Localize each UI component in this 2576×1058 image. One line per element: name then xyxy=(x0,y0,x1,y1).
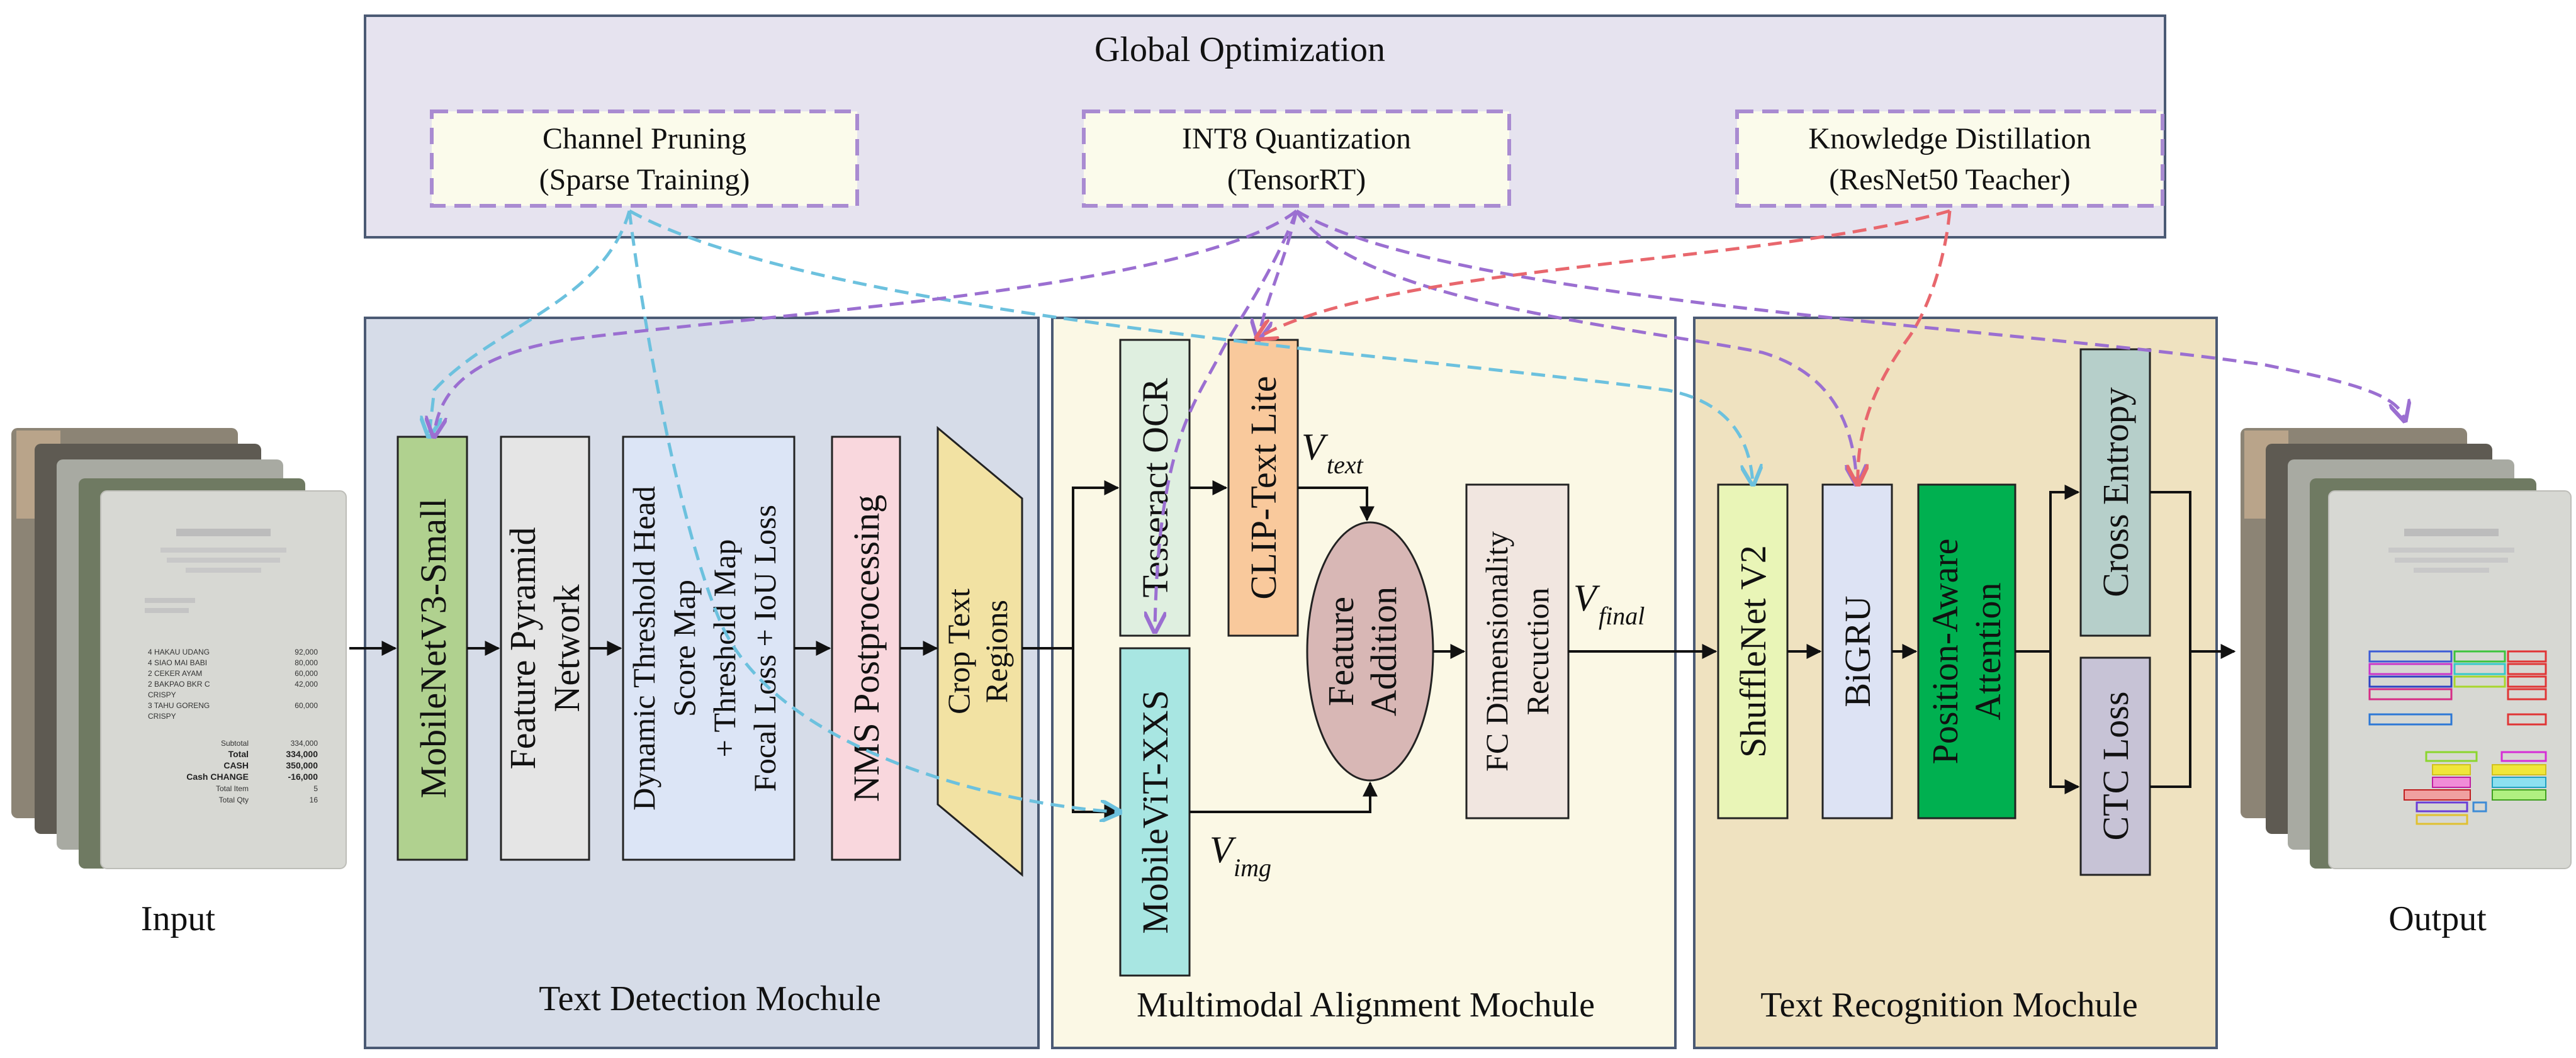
receipt-total-value: 350,000 xyxy=(286,760,318,770)
channel-pruning-arrows xyxy=(429,209,1753,812)
svg-text:V: V xyxy=(1302,426,1329,468)
receipt-item-price: 80,000 xyxy=(295,658,318,667)
receipt-item-name: 4 SIAO MAI BABI xyxy=(148,658,207,667)
receipt-item-price: 60,000 xyxy=(295,701,318,710)
shufflenet-v2-label: ShuffleNet V2 xyxy=(1733,545,1774,758)
global-optimization-title: Global Optimization xyxy=(1094,30,1385,69)
fc-label-line2: Recuction xyxy=(1520,588,1555,716)
dynamic-threshold-head-box: Dynamic Threshold Head Score Map + Thres… xyxy=(622,436,796,861)
input-image-stack: 4 HAKAU UDANG 92,000 4 SIAO MAI BABI 80,000… xyxy=(11,428,347,869)
svg-text:V: V xyxy=(1210,829,1237,870)
mobilevit-xxs-label: MobileViT-XXS xyxy=(1135,690,1176,934)
input-receipt: 4 HAKAU UDANG 92,000 4 SIAO MAI BABI 80,000… xyxy=(145,529,318,804)
svg-text:final: final xyxy=(1599,602,1645,630)
cross-entropy-label: Cross Entropy xyxy=(2095,387,2136,597)
ctc-loss-box: CTC Loss xyxy=(2079,656,2151,876)
multimodal-alignment-module-title: Multimodal Alignment Mochule xyxy=(1137,986,1595,1025)
output-receipt xyxy=(2368,529,2547,825)
output-label: Output xyxy=(2388,899,2487,938)
receipt-item-name: 4 HAKAU UDANG xyxy=(148,648,210,656)
receipt-total-name: Cash CHANGE xyxy=(186,772,249,782)
knowledge-distillation-label: Knowledge Distillation xyxy=(1808,122,2091,155)
fpn-label-line2: Network xyxy=(546,585,587,712)
v-final-label: V final xyxy=(1573,577,1645,630)
detected-text-boxes xyxy=(2368,650,2547,825)
fpn-label-line1: Feature Pyramid xyxy=(502,527,543,770)
int8-quantization-box: INT8 Quantization (TensorRT) xyxy=(1082,110,1511,208)
main-flow-arrows xyxy=(349,480,2236,819)
feature-addition-node: Feature Addition xyxy=(1306,521,1434,782)
feature-addition-line2: Addition xyxy=(1363,587,1404,716)
crop-label-line2: Regions xyxy=(979,600,1014,703)
receipt-total-name: Total Item xyxy=(216,784,249,793)
nms-postprocessing-box: NMS Postprocessing xyxy=(831,436,901,861)
knowledge-distillation-arrows xyxy=(1259,209,1952,482)
receipt-item-name: CRISPY xyxy=(148,690,176,699)
output-image-stack xyxy=(2241,428,2572,869)
receipt-total-name: CASH xyxy=(223,760,249,770)
clip-text-lite-box: CLIP-Text Lite xyxy=(1227,339,1299,637)
receipt-total-name: Subtotal xyxy=(221,739,249,748)
receipt-item-name: CRISPY xyxy=(148,712,176,721)
channel-pruning-label: Channel Pruning xyxy=(543,122,746,155)
receipt-item-price: 92,000 xyxy=(295,648,318,656)
ctc-loss-label: CTC Loss xyxy=(2095,692,2136,841)
receipt-total-name: Total xyxy=(228,749,249,759)
bigru-label: BiGRU xyxy=(1837,595,1878,707)
pa-label-line1: Position-Aware xyxy=(1925,539,1966,765)
receipt-item-name: 2 BAKPAO BKR C xyxy=(148,680,210,689)
receipt-total-value: 334,000 xyxy=(286,749,318,759)
fc-dimensionality-box: FC Dimensionality Recuction xyxy=(1465,483,1570,819)
text-recognition-module-title: Text Recognition Mochule xyxy=(1760,986,2138,1025)
dth-label-line2: Score Map xyxy=(666,580,702,717)
bigru-box: BiGRU xyxy=(1821,483,1893,819)
feature-addition-line1: Feature xyxy=(1320,597,1361,706)
v-img-label: V img xyxy=(1210,829,1271,882)
int8-quantization-label: INT8 Quantization xyxy=(1182,122,1411,155)
knowledge-distillation-sublabel: (ResNet50 Teacher) xyxy=(1829,163,2071,196)
knowledge-distillation-box: Knowledge Distillation (ResNet50 Teacher… xyxy=(1735,110,2164,208)
clip-text-lite-label: CLIP-Text Lite xyxy=(1243,376,1284,599)
fc-label-line1: FC Dimensionality xyxy=(1479,531,1514,772)
mobilenetv3-small-box: MobileNetV3-Small xyxy=(397,436,468,861)
dth-label-line1: Dynamic Threshold Head xyxy=(626,486,661,811)
receipt-item-price: 42,000 xyxy=(295,680,318,689)
svg-text:img: img xyxy=(1234,853,1271,882)
svg-text:text: text xyxy=(1327,451,1364,479)
receipt-item-name: 3 TAHU GORENG xyxy=(148,701,210,710)
dth-label-line3: + Threshold Map xyxy=(707,539,742,758)
input-label: Input xyxy=(141,899,216,938)
shufflenet-v2-box: ShuffleNet V2 xyxy=(1717,483,1789,819)
pa-label-line2: Attention xyxy=(1967,582,2008,720)
receipt-item-price: 60,000 xyxy=(295,669,318,678)
receipt-total-value: 334,000 xyxy=(291,739,318,748)
tesseract-ocr-label: Tesseract OCR xyxy=(1135,378,1176,597)
position-aware-attention-box: Position-Aware Attention xyxy=(1917,483,2016,819)
channel-pruning-box: Channel Pruning (Sparse Training) xyxy=(430,110,859,208)
receipt-total-value: 5 xyxy=(313,784,318,793)
text-detection-module-title: Text Detection Mochule xyxy=(539,979,880,1018)
int8-quantization-sublabel: (TensorRT) xyxy=(1227,163,1366,196)
global-optimization-panel: Global Optimization Channel Pruning (Spa… xyxy=(364,14,2166,239)
mobilenetv3-small-label: MobileNetV3-Small xyxy=(413,498,454,799)
crop-text-regions-box: Crop Text Regions xyxy=(936,425,1023,877)
receipt-total-name: Total Qty xyxy=(219,796,249,804)
channel-pruning-sublabel: (Sparse Training) xyxy=(539,163,750,196)
dth-label-line4: Focal Loss + IoU Loss xyxy=(747,505,782,792)
receipt-item-name: 2 CEKER AYAM xyxy=(148,669,202,678)
crop-label-line1: Crop Text xyxy=(941,588,976,714)
receipt-total-value: 16 xyxy=(310,796,318,804)
mobilevit-xxs-box: MobileViT-XXS xyxy=(1119,647,1191,977)
v-text-label: V text xyxy=(1302,426,1364,479)
receipt-total-value: -16,000 xyxy=(288,772,318,782)
svg-text:V: V xyxy=(1573,577,1600,619)
nms-postprocessing-label: NMS Postprocessing xyxy=(846,495,887,802)
feature-pyramid-network-box: Feature Pyramid Network xyxy=(500,436,590,861)
cross-entropy-box: Cross Entropy xyxy=(2079,348,2151,637)
